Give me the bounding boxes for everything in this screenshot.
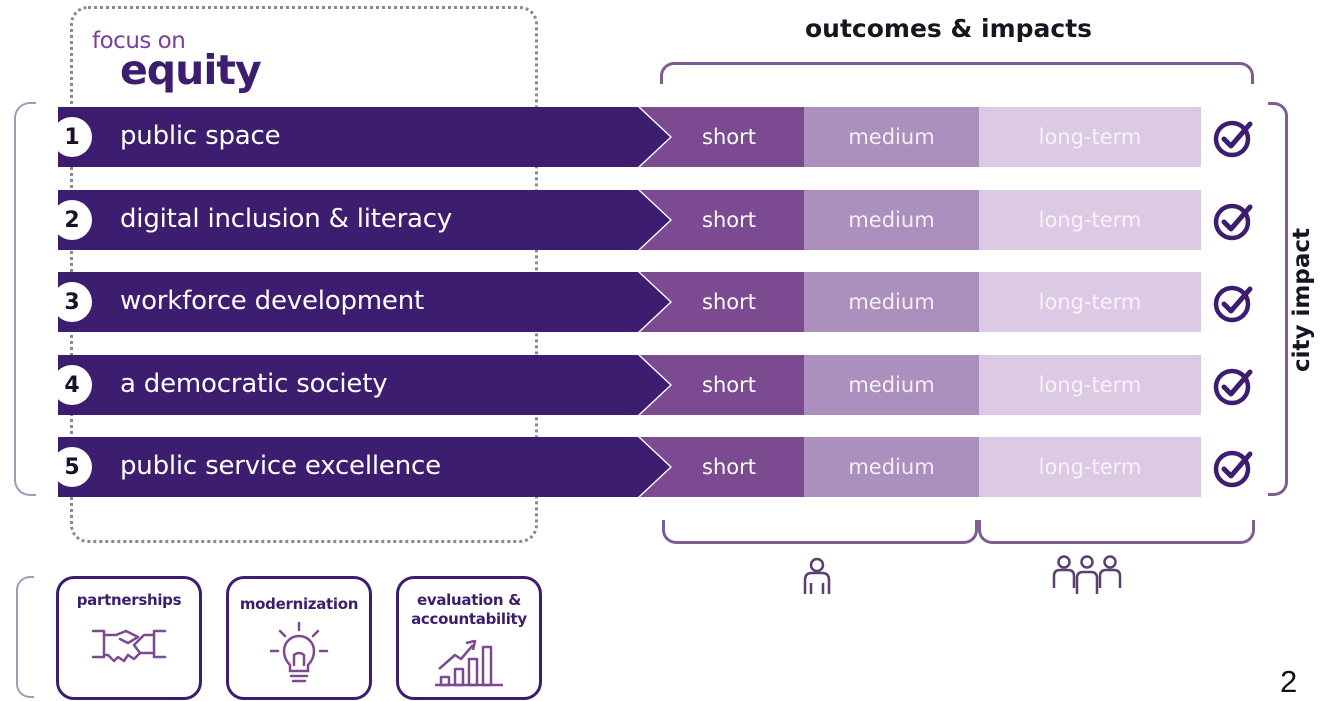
enabler-card-evaluation: evaluation & accountability — [396, 576, 542, 700]
priority-arrow — [58, 107, 670, 167]
medium-term-stage: medium — [804, 190, 979, 250]
priority-arrow — [58, 190, 670, 250]
priority-number: 4 — [52, 365, 92, 405]
focus-on-label: focus on — [92, 28, 186, 54]
priority-label: a democratic society — [120, 369, 388, 399]
enabler-title: modernization — [239, 595, 359, 613]
check-circle-icon — [1213, 450, 1253, 488]
page-number: 2 — [1280, 664, 1298, 699]
lightbulb-icon — [269, 621, 329, 683]
priority-number: 1 — [52, 117, 92, 157]
priority-row: 5 public service excellence short medium… — [0, 437, 1340, 497]
check-circle-icon — [1213, 285, 1253, 323]
priority-number: 2 — [52, 200, 92, 240]
check-circle-icon — [1213, 120, 1253, 158]
check-circle-icon — [1213, 203, 1253, 241]
person-icon — [803, 557, 831, 594]
long-term-stage: long-term — [979, 355, 1201, 415]
medium-term-stage: medium — [804, 355, 979, 415]
enabler-card-partnerships: partnerships — [56, 576, 202, 700]
outcomes-brace — [660, 62, 1254, 84]
priority-row: 4 a democratic society short medium long… — [0, 355, 1340, 415]
priority-row: 3 workforce development short medium lon… — [0, 272, 1340, 332]
handshake-icon — [91, 629, 167, 663]
long-term-stage: long-term — [979, 272, 1201, 332]
priority-arrow — [58, 272, 670, 332]
long-term-stage: long-term — [979, 437, 1201, 497]
short-term-stage: short — [640, 272, 804, 332]
enabler-title: partnerships — [76, 591, 182, 609]
enabler-title: evaluation & accountability — [411, 591, 527, 628]
equity-heading: equity — [120, 46, 262, 94]
enablers-bracket — [16, 576, 34, 698]
long-term-stage: long-term — [979, 190, 1201, 250]
medium-term-stage: medium — [804, 272, 979, 332]
medium-term-stage: medium — [804, 437, 979, 497]
priority-number: 3 — [52, 282, 92, 322]
priority-label: public space — [120, 121, 281, 151]
priority-row: 1 public space short medium long-term — [0, 107, 1340, 167]
enabler-card-modernization: modernization — [226, 576, 372, 700]
priority-number: 5 — [52, 447, 92, 487]
city-impact-bracket — [1268, 102, 1288, 496]
medium-term-stage: medium — [804, 107, 979, 167]
long-term-stage: long-term — [979, 107, 1201, 167]
check-circle-icon — [1213, 368, 1253, 406]
community-brace — [978, 520, 1255, 544]
rows-left-bracket — [14, 102, 36, 496]
priority-row: 2 digital inclusion & literacy short med… — [0, 190, 1340, 250]
group-icon — [1052, 555, 1122, 594]
growth-chart-icon — [435, 639, 503, 687]
outcomes-impacts-title: outcomes & impacts — [805, 14, 1093, 43]
individual-brace — [662, 520, 978, 544]
priority-arrow — [58, 355, 670, 415]
priority-label: public service excellence — [120, 451, 441, 481]
priority-label: digital inclusion & literacy — [120, 204, 453, 234]
priority-label: workforce development — [120, 286, 424, 316]
priority-arrow — [58, 437, 670, 497]
